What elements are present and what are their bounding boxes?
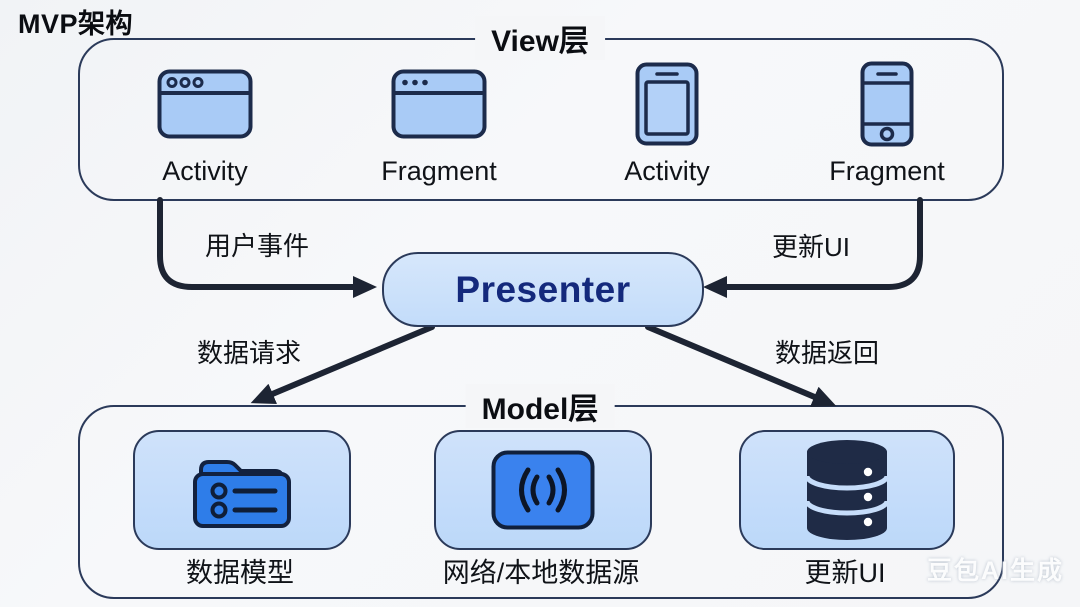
watermark: 豆包AI生成 bbox=[926, 557, 1064, 585]
model-card-update-ui bbox=[739, 430, 955, 550]
arrow-label-data-return: 数据返回 bbox=[775, 338, 880, 368]
view-layer-title: View层 bbox=[475, 16, 605, 60]
model-card-data-model bbox=[133, 430, 351, 550]
wireless-signal-icon bbox=[491, 450, 595, 530]
presenter-label: Presenter bbox=[455, 268, 631, 310]
model-item-label-data-model: 数据模型 bbox=[186, 558, 294, 588]
view-item-label: Fragment bbox=[381, 156, 497, 186]
browser-window-circles-icon bbox=[157, 58, 253, 150]
view-item-label: Activity bbox=[162, 156, 248, 186]
tablet-icon bbox=[635, 58, 699, 150]
arrow-label-user-events: 用户事件 bbox=[205, 231, 310, 261]
arrow-label-data-request: 数据请求 bbox=[197, 338, 302, 368]
presenter-capsule: Presenter bbox=[382, 252, 704, 327]
page-title: MVP架构 bbox=[18, 9, 134, 39]
smartphone-icon bbox=[860, 58, 914, 150]
model-layer-title: Model层 bbox=[465, 384, 615, 428]
arrow-label-update-ui: 更新UI bbox=[772, 232, 851, 262]
database-icon bbox=[804, 440, 890, 540]
view-item-activity-1: Activity bbox=[120, 58, 290, 187]
model-card-data-source bbox=[434, 430, 652, 550]
view-item-activity-2: Activity bbox=[582, 58, 752, 187]
view-item-fragment-2: Fragment bbox=[802, 58, 972, 187]
view-item-fragment-1: Fragment bbox=[354, 58, 524, 187]
folder-list-icon bbox=[193, 460, 291, 528]
browser-window-dots-icon bbox=[391, 58, 487, 150]
model-item-label-update-ui: 更新UI bbox=[804, 558, 886, 588]
model-item-label-data-source: 网络/本地数据源 bbox=[442, 558, 640, 588]
view-item-label: Activity bbox=[624, 156, 710, 186]
view-item-label: Fragment bbox=[829, 156, 945, 186]
